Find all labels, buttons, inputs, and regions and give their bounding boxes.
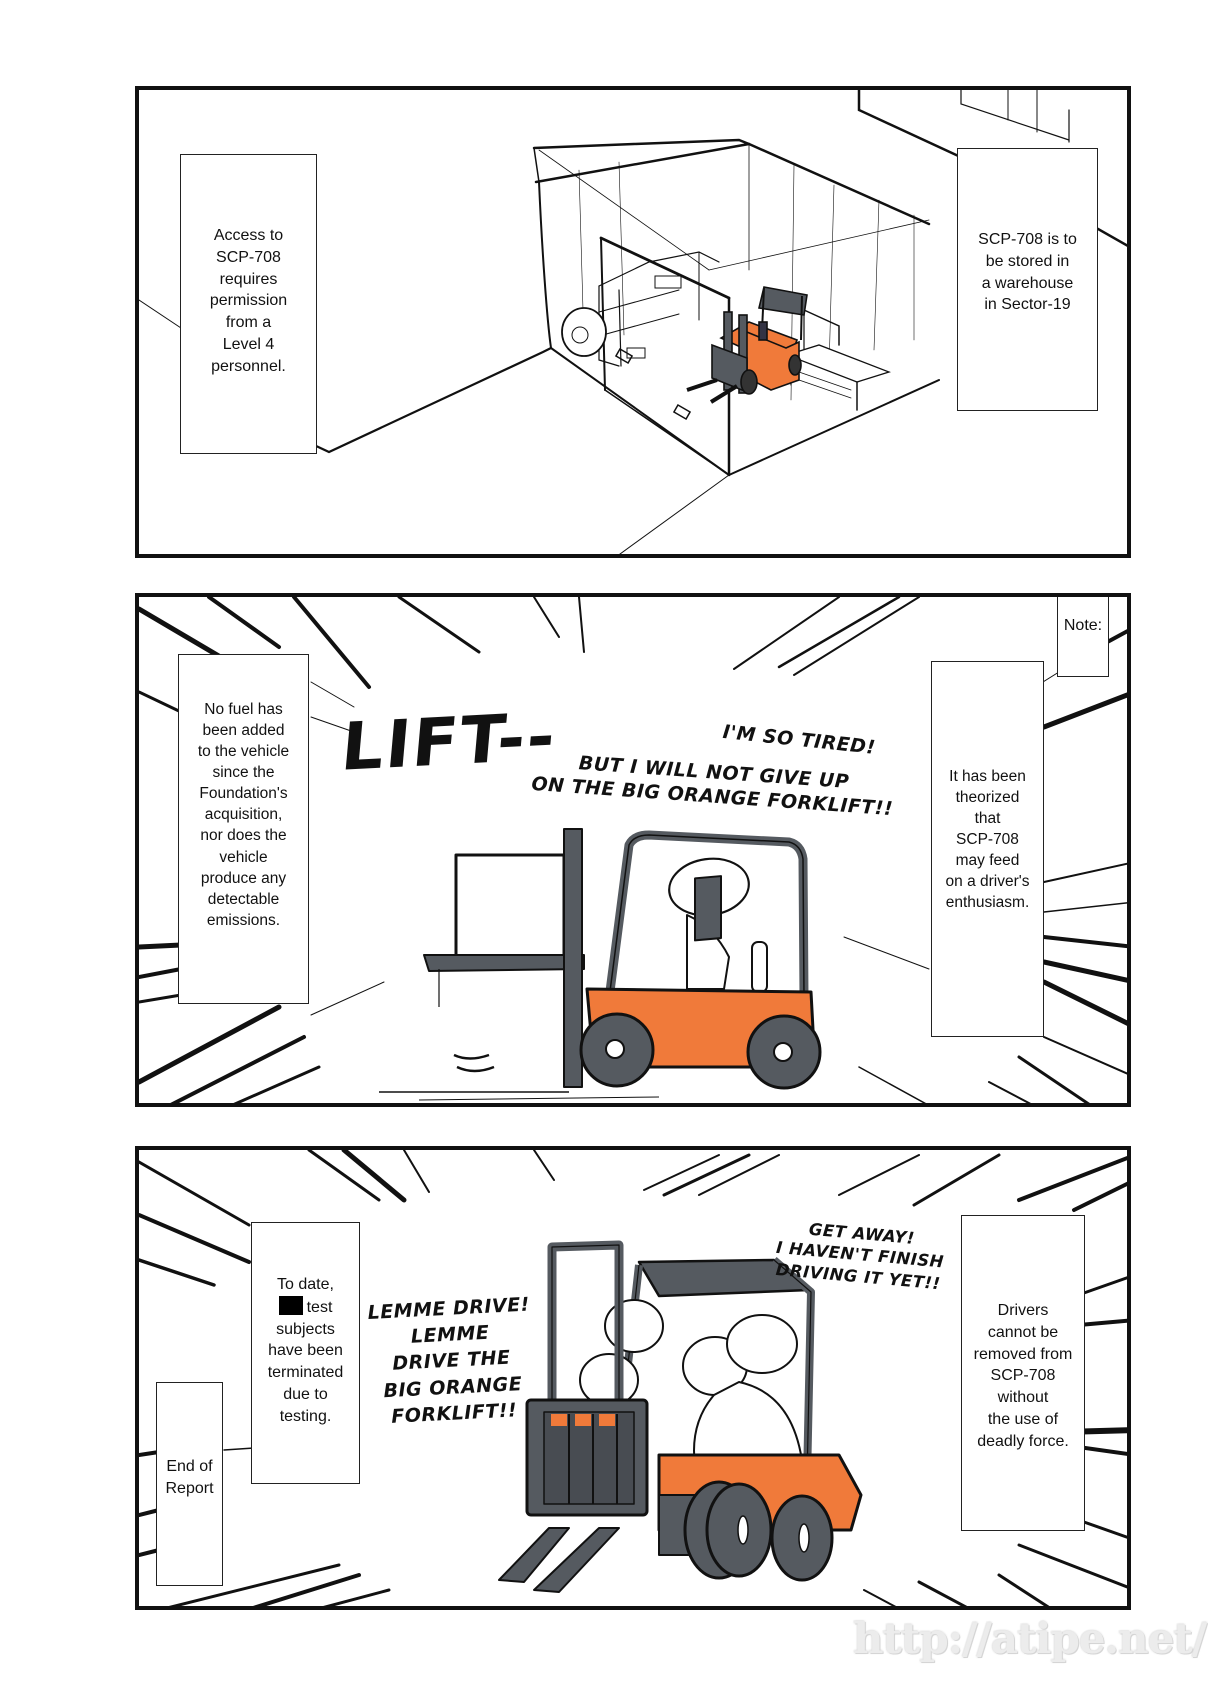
caption-test-subjects-terminated: To date, test subjects have been terminate… bbox=[251, 1222, 360, 1484]
caption-text-group: To date, test subjects have been terminate… bbox=[268, 1274, 344, 1427]
caption-text: It has been theorized that SCP-708 may f… bbox=[945, 768, 1030, 912]
caption-text: To date, bbox=[277, 1276, 334, 1293]
caption-text: End of Report bbox=[165, 1458, 214, 1497]
warehouse-illustration bbox=[139, 90, 1127, 554]
caption-text: test bbox=[306, 1298, 333, 1316]
crowded-forklift-illustration bbox=[498, 1240, 863, 1593]
caption-text: SCP-708 is to be stored in a warehouse i… bbox=[978, 231, 1077, 314]
caption-no-fuel: No fuel has been added to the vehicle si… bbox=[178, 654, 309, 1004]
caption-drivers-removal: Drivers cannot be removed from SCP-708 w… bbox=[961, 1215, 1085, 1531]
watermark-site-url: http://atipe.net/ bbox=[853, 1614, 1207, 1663]
panel-3-lemme-drive: To date, test subjects have been terminate… bbox=[135, 1146, 1131, 1610]
panel-1-warehouse: Access to SCP-708 requires permission fr… bbox=[135, 86, 1131, 558]
forklift-driver-illustration bbox=[379, 828, 822, 1101]
caption-storage-location: SCP-708 is to be stored in a warehouse i… bbox=[957, 148, 1098, 411]
redaction-bar bbox=[278, 1295, 303, 1315]
caption-text: Drivers cannot be removed from SCP-708 w… bbox=[973, 1302, 1073, 1450]
caption-enthusiasm-theory: It has been theorized that SCP-708 may f… bbox=[931, 661, 1044, 1037]
speech-lemme-drive: LEMME DRIVE! LEMME DRIVE THE BIG ORANGE … bbox=[367, 1293, 531, 1428]
caption-text: subjects have been terminated due to tes… bbox=[267, 1320, 344, 1425]
caption-text: Note: bbox=[1063, 617, 1103, 634]
panel-2-lift: Note: No fuel has been added to the vehi… bbox=[135, 593, 1131, 1107]
caption-text: Access to SCP-708 requires permission fr… bbox=[209, 227, 288, 375]
speed-lines-and-crowded-forklift bbox=[139, 1150, 1127, 1606]
speed-lines-and-forklift bbox=[139, 597, 1127, 1103]
caption-text: No fuel has been added to the vehicle si… bbox=[197, 701, 290, 929]
caption-note-label: Note: bbox=[1057, 597, 1109, 677]
caption-end-of-report: End of Report bbox=[156, 1382, 223, 1586]
small-forklift-illustration bbox=[686, 286, 808, 404]
sfx-lift: LIFT-- bbox=[338, 697, 561, 786]
caption-access-requirement: Access to SCP-708 requires permission fr… bbox=[180, 154, 317, 454]
